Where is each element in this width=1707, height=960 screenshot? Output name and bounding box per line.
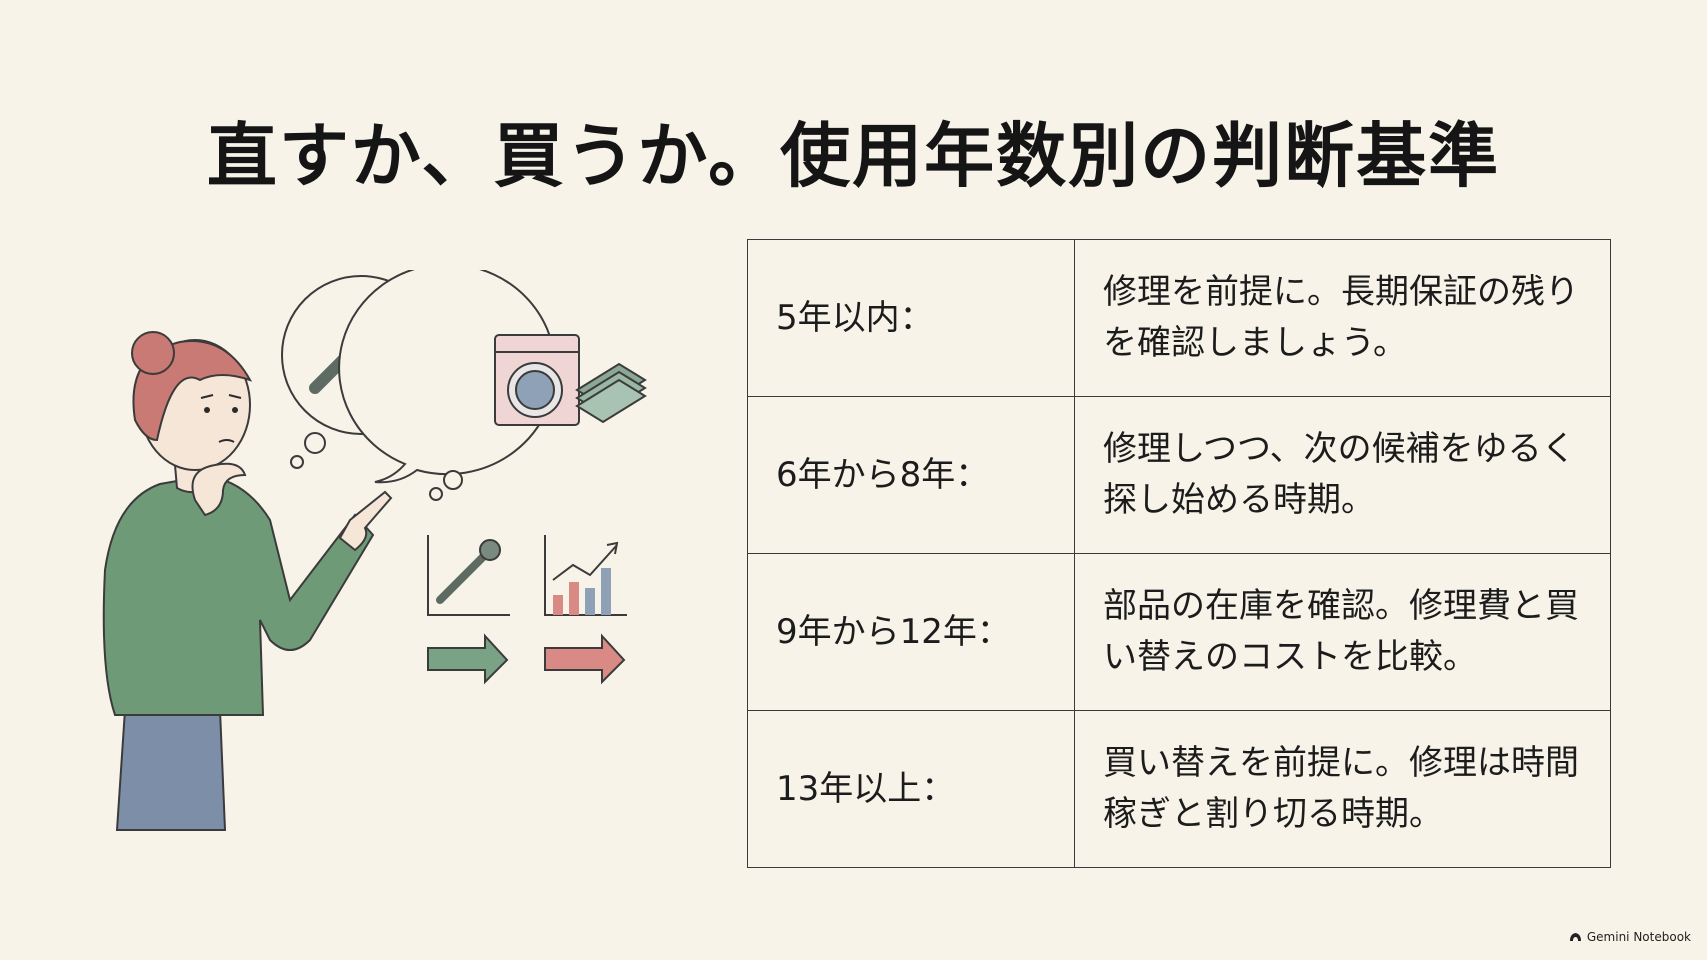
- advice-cell: 買い替えを前提に。修理は時間稼ぎと割り切る時期。: [1074, 710, 1611, 868]
- green-arrow-icon: [427, 633, 509, 685]
- person-thinking-illustration: [102, 270, 647, 831]
- washing-machine-icon: [494, 334, 580, 426]
- table-row: 9年から12年： 部品の在庫を確認。修理費と買い替えのコストを比較。: [747, 553, 1611, 711]
- period-cell: 5年以内：: [747, 239, 1075, 397]
- table-row: 13年以上： 買い替えを前提に。修理は時間稼ぎと割り切る時期。: [747, 710, 1611, 868]
- notebook-icon: [1569, 933, 1581, 941]
- repair-trend-chart: [427, 535, 510, 616]
- advice-cell: 修理を前提に。長期保証の残りを確認しましょう。: [1074, 239, 1611, 397]
- slide-title: 直すか、買うか。使用年数別の判断基準: [206, 115, 1501, 197]
- branding: Gemini Notebook: [1569, 930, 1691, 944]
- cash-stack-icon: [575, 362, 647, 424]
- criteria-table: 5年以内： 修理を前提に。長期保証の残りを確認しましょう。 6年から8年： 修理…: [747, 239, 1611, 868]
- advice-cell: 部品の在庫を確認。修理費と買い替えのコストを比較。: [1074, 553, 1611, 711]
- advice-cell: 修理しつつ、次の候補をゆるく探し始める時期。: [1074, 396, 1611, 554]
- replace-thought-bubble: [338, 270, 647, 484]
- period-cell: 9年から12年：: [747, 553, 1075, 711]
- period-cell: 6年から8年：: [747, 396, 1075, 554]
- table-row: 5年以内： 修理を前提に。長期保証の残りを確認しましょう。: [747, 239, 1611, 397]
- period-cell: 13年以上：: [747, 710, 1075, 868]
- table-row: 6年から8年： 修理しつつ、次の候補をゆるく探し始める時期。: [747, 396, 1611, 554]
- cost-bar-chart: [544, 535, 627, 616]
- branding-label: Gemini Notebook: [1586, 930, 1691, 944]
- red-arrow-icon: [544, 633, 626, 685]
- person-figure: [102, 331, 393, 831]
